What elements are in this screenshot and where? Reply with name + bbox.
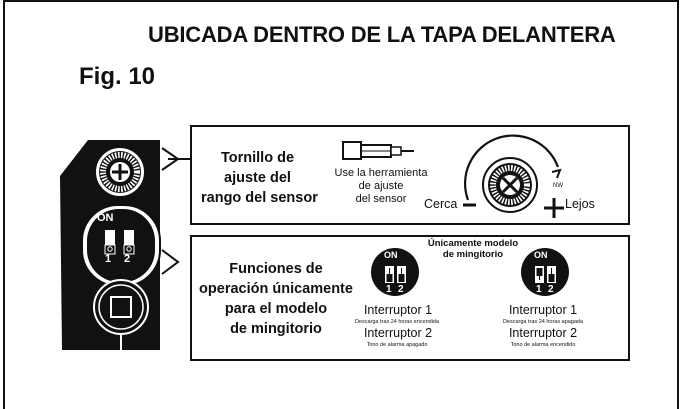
header-title: UBICADA DENTRO DE LA TAPA DELANTERA	[148, 22, 616, 47]
functions-heading-line-3: para el modelo	[224, 301, 328, 317]
tool-note-line-1: Use la herramienta	[334, 167, 428, 179]
adjustment-tool-icon	[342, 141, 414, 160]
urinal-note-line-2: de mingitorio	[442, 249, 504, 260]
right-switch-on-label: ON	[534, 250, 548, 260]
dip-switch-block	[81, 204, 161, 287]
figure-frame	[3, 0, 679, 409]
left-switch1-label: Interruptor 1	[363, 303, 433, 317]
range-arc	[463, 134, 560, 201]
left-switch-number-1: 1	[386, 284, 392, 295]
range-arrow-icon	[551, 168, 562, 179]
device-switch-number-1: 1	[105, 253, 112, 265]
sensor-heading-line-2: ajuste del	[224, 170, 291, 186]
sensor-dial-icon	[94, 146, 146, 198]
tool-note-line-3: del sensor	[355, 193, 407, 205]
right-switch1-label: Interruptor 1	[508, 303, 578, 317]
range-adjust-dial-illustration: NW	[463, 134, 564, 218]
left-switch-on-label: ON	[384, 250, 398, 260]
right-switch-number-1: 1	[536, 284, 542, 295]
flush-button-icon	[93, 279, 149, 350]
svg-text:NW: NW	[553, 183, 563, 189]
far-label: Lejos	[565, 197, 595, 211]
left-dip-switch-icon	[371, 248, 419, 296]
device-switch-number-2: 2	[124, 253, 131, 265]
near-label: Cerca	[424, 197, 458, 211]
device-on-label: ON	[97, 212, 114, 224]
functions-heading-line-2: operación únicamente	[199, 281, 353, 297]
functions-heading-line-1: Funciones de	[229, 261, 323, 277]
urinal-only-note: Únicamente modelo de mingitorio	[418, 238, 528, 260]
right-switch2-label: Interruptor 2	[508, 326, 578, 340]
left-switch-number-2: 2	[398, 284, 404, 295]
right-switch1-desc: Descarga tras 24 horas apagada	[502, 319, 584, 325]
left-switch1-desc: Descarga tras 24 horas encendida	[354, 319, 440, 325]
functions-panel-heading: Funciones de operación únicamente para e…	[196, 259, 356, 339]
tool-note-line-2: de ajuste	[358, 180, 404, 192]
functions-heading-line-4: de mingitorio	[230, 321, 322, 337]
right-dip-switch-icon	[521, 248, 569, 296]
figure-label: Fig. 10	[79, 63, 156, 90]
right-switch-number-2: 2	[548, 284, 554, 295]
sensor-heading-line-1: Tornillo de	[220, 150, 295, 166]
left-switch2-desc: Tono de alarma apagado	[366, 342, 428, 348]
tool-note: Use la herramienta de ajuste del sensor	[325, 167, 437, 206]
urinal-note-line-1: Únicamente modelo	[427, 238, 519, 249]
left-switch2-label: Interruptor 2	[363, 326, 433, 340]
sensor-panel-heading: Tornillo de ajuste del rango del sensor	[201, 148, 318, 208]
right-switch2-desc: Tono de alarma encendido	[510, 342, 576, 348]
sensor-heading-line-3: rango del sensor	[201, 190, 318, 206]
